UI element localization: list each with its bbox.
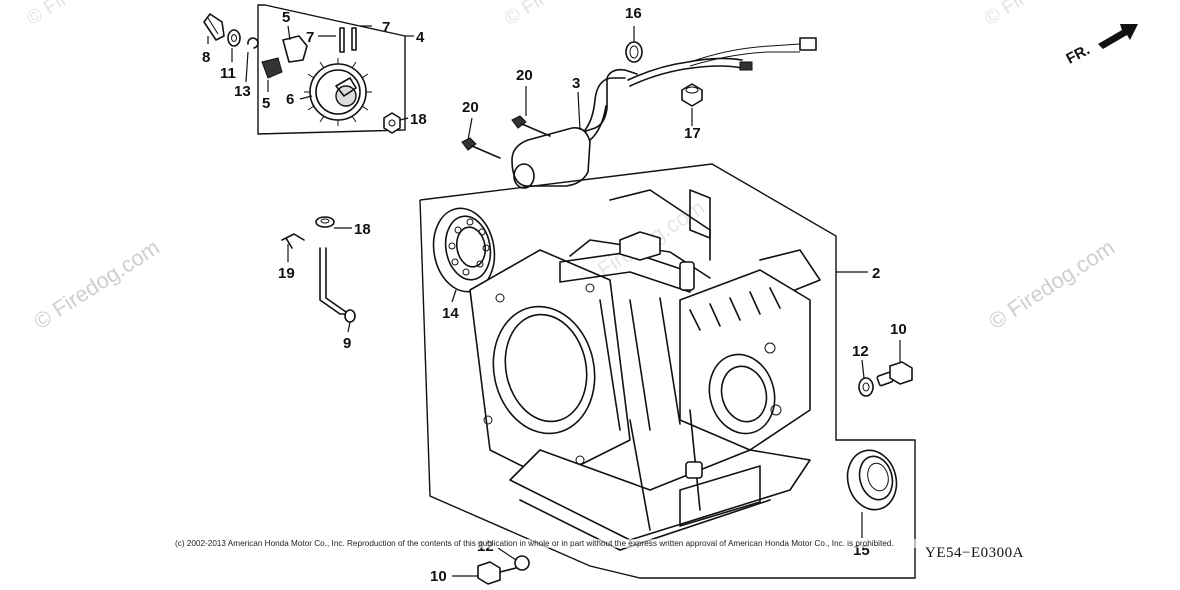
callout-20-upper[interactable]: 20 bbox=[516, 67, 533, 84]
watermark-right: © Firedog.com bbox=[984, 234, 1119, 334]
callout-19[interactable]: 19 bbox=[278, 265, 295, 282]
callout-11[interactable]: 11 bbox=[220, 65, 236, 82]
bolt-10-right[interactable] bbox=[876, 361, 913, 387]
nut-18-lower[interactable] bbox=[315, 216, 335, 228]
watermark-top-center: © Fire bbox=[501, 0, 559, 30]
crankcase-frame bbox=[419, 163, 916, 579]
watermark-top-left: © Fire bbox=[23, 0, 81, 30]
watermark-left: © Firedog.com bbox=[29, 234, 164, 334]
watermark-top-right: © Fire bbox=[981, 0, 1039, 30]
callout-3[interactable]: 3 bbox=[572, 75, 580, 92]
arrow-icon bbox=[1098, 24, 1138, 49]
callout-17[interactable]: 17 bbox=[684, 125, 701, 142]
copyright-notice: (c) 2002-2013 American Honda Motor Co., … bbox=[175, 539, 1055, 548]
callout-12-right[interactable]: 12 bbox=[852, 343, 869, 360]
oil-seal-15[interactable] bbox=[841, 445, 903, 515]
bearing-14[interactable] bbox=[427, 203, 501, 296]
callout-5-upper[interactable]: 5 bbox=[282, 9, 290, 26]
leader-lines bbox=[207, 25, 901, 577]
crankcase[interactable] bbox=[469, 189, 821, 551]
governor-weight-lower[interactable] bbox=[261, 57, 283, 79]
breather-tube-assembly[interactable] bbox=[511, 37, 817, 189]
o-ring-16[interactable] bbox=[625, 41, 643, 63]
callout-16[interactable]: 16 bbox=[625, 5, 642, 22]
washer-12-bottom[interactable] bbox=[514, 555, 530, 571]
governor-frame bbox=[257, 4, 406, 135]
grommet-17[interactable] bbox=[681, 83, 703, 107]
callout-7-left[interactable]: 7 bbox=[306, 29, 314, 46]
pin-right[interactable] bbox=[351, 27, 357, 51]
bolt-20-upper[interactable] bbox=[511, 115, 551, 137]
callout-10-bottom[interactable]: 10 bbox=[430, 568, 447, 585]
bolt-10-bottom[interactable] bbox=[477, 561, 517, 585]
callout-18-lower[interactable]: 18 bbox=[354, 221, 371, 238]
callout-18-upper[interactable]: 18 bbox=[410, 111, 427, 128]
governor-weight-upper[interactable] bbox=[282, 35, 308, 63]
callouts: 8 11 13 5 5 7 7 4 6 18 16 20 3 20 17 18 … bbox=[202, 5, 907, 585]
governor-assembly[interactable] bbox=[257, 4, 414, 135]
callout-6[interactable]: 6 bbox=[286, 91, 294, 108]
callout-8[interactable]: 8 bbox=[202, 49, 210, 66]
front-direction-arrow bbox=[1098, 24, 1138, 49]
callout-9[interactable]: 9 bbox=[343, 335, 351, 352]
callout-20-lower[interactable]: 20 bbox=[462, 99, 479, 116]
diagram-code: YE54−E0300A bbox=[925, 545, 1024, 561]
clip-19[interactable] bbox=[281, 233, 305, 249]
pin-left[interactable] bbox=[339, 27, 345, 53]
washer-12-right[interactable] bbox=[858, 377, 874, 397]
callout-5-lower[interactable]: 5 bbox=[262, 95, 270, 112]
nut-18-upper[interactable] bbox=[383, 112, 401, 134]
governor-shaft[interactable] bbox=[203, 13, 225, 41]
callout-4[interactable]: 4 bbox=[416, 29, 425, 46]
callout-13[interactable]: 13 bbox=[234, 83, 251, 100]
governor-gear[interactable] bbox=[304, 58, 372, 126]
clip-13[interactable] bbox=[247, 37, 259, 49]
callout-14[interactable]: 14 bbox=[442, 305, 459, 322]
callout-7-right[interactable]: 7 bbox=[382, 19, 390, 36]
callout-2[interactable]: 2 bbox=[872, 265, 880, 282]
bolt-20-lower[interactable] bbox=[461, 137, 501, 159]
callout-10-right[interactable]: 10 bbox=[890, 321, 907, 338]
governor-arm-rod-9[interactable] bbox=[319, 247, 356, 323]
washer-11[interactable] bbox=[227, 29, 241, 47]
